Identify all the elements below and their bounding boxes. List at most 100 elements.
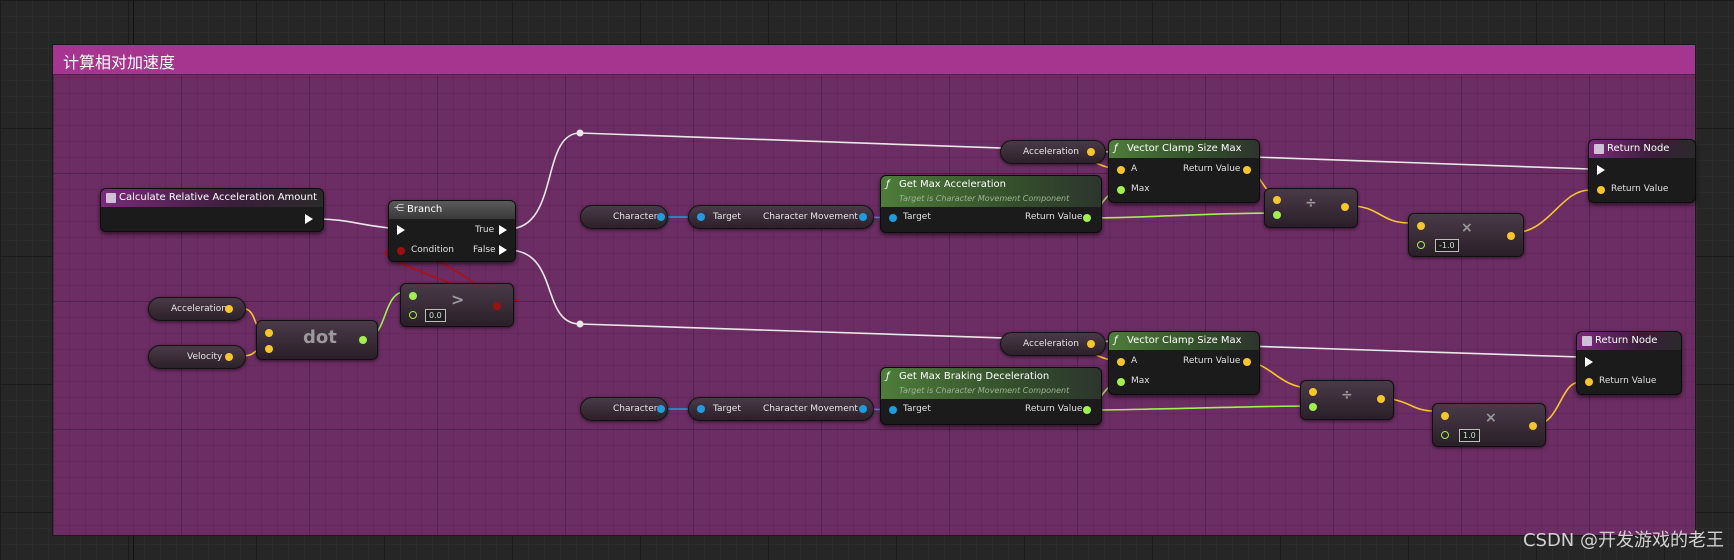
mul-out-pin-upper[interactable] bbox=[1507, 232, 1515, 240]
return-exec-pin-lower[interactable] bbox=[1585, 357, 1593, 367]
character-out-pin-upper[interactable] bbox=[657, 213, 665, 221]
return-node-lower[interactable]: Return Node Return Value bbox=[1576, 331, 1682, 395]
dot-a-pin[interactable] bbox=[265, 329, 273, 337]
dot-out-pin[interactable] bbox=[359, 336, 367, 344]
vector-clamp-node-upper[interactable]: ƒ Vector Clamp Size Max A Return Value M… bbox=[1108, 139, 1260, 203]
greater-default-field[interactable]: 0.0 bbox=[425, 309, 446, 322]
div-b-pin-upper[interactable] bbox=[1273, 211, 1281, 219]
acceleration-variable[interactable]: Acceleration bbox=[148, 297, 246, 321]
true-exec-pin[interactable] bbox=[499, 225, 507, 235]
cmc-out-pin-lower[interactable] bbox=[859, 405, 867, 413]
clamp-return-label-upper: Return Value bbox=[1183, 164, 1241, 174]
multiply-node-upper[interactable]: -1.0 × bbox=[1408, 213, 1524, 257]
cmc-target-pin-lower[interactable] bbox=[697, 405, 705, 413]
vector-wire-upper-mul bbox=[1349, 205, 1411, 224]
dot-b-pin[interactable] bbox=[265, 345, 273, 353]
comment-box[interactable]: 计算相对加速度 bbox=[52, 44, 1696, 536]
exec-in-pin[interactable] bbox=[397, 225, 405, 235]
clamp-a-pin-upper[interactable] bbox=[1117, 166, 1125, 174]
character-label-upper: Character bbox=[613, 212, 658, 222]
get-max-acceleration-node[interactable]: ƒ Get Max Acceleration Target is Charact… bbox=[880, 175, 1102, 233]
div-a-pin-lower[interactable] bbox=[1309, 388, 1317, 396]
acceleration-variable-lower[interactable]: Acceleration bbox=[1000, 332, 1106, 356]
accel-var-pin-lower[interactable] bbox=[1087, 340, 1095, 348]
function-icon: ƒ bbox=[886, 371, 890, 382]
div-out-pin-upper[interactable] bbox=[1341, 203, 1349, 211]
clamp-max-pin-lower[interactable] bbox=[1117, 378, 1125, 386]
clamp-return-pin-upper[interactable] bbox=[1243, 166, 1251, 174]
branch-node[interactable]: ⋲ Branch True Condition False bbox=[388, 200, 516, 262]
dot-op-label: dot bbox=[303, 327, 337, 348]
clamp-max-label-upper: Max bbox=[1131, 184, 1150, 194]
clamp-max-pin-upper[interactable] bbox=[1117, 186, 1125, 194]
function-icon: ƒ bbox=[886, 179, 890, 190]
get-max-braking-deceleration-node[interactable]: ƒ Get Max Braking Deceleration Target is… bbox=[880, 367, 1102, 425]
clamp-title-upper: Vector Clamp Size Max bbox=[1127, 143, 1242, 154]
vector-clamp-node-lower[interactable]: ƒ Vector Clamp Size Max A Return Value M… bbox=[1108, 331, 1260, 395]
acceleration-variable-upper[interactable]: Acceleration bbox=[1000, 140, 1106, 164]
event-node[interactable]: Calculate Relative Acceleration Amount bbox=[100, 188, 324, 232]
velocity-out-pin[interactable] bbox=[225, 353, 233, 361]
false-exec-pin[interactable] bbox=[499, 245, 507, 255]
exec-out-pin[interactable] bbox=[305, 214, 313, 224]
mul-default-field-upper[interactable]: -1.0 bbox=[1435, 239, 1459, 252]
mul-a-pin-lower[interactable] bbox=[1441, 412, 1449, 420]
div-out-pin-lower[interactable] bbox=[1377, 395, 1385, 403]
cmc-value-label-upper: Character Movement bbox=[763, 212, 858, 222]
false-label: False bbox=[473, 245, 496, 255]
float-wire-lower-div bbox=[1085, 405, 1311, 411]
condition-pin[interactable] bbox=[397, 247, 405, 255]
clamp-a-label-lower: A bbox=[1131, 356, 1138, 366]
character-variable-upper[interactable]: Character bbox=[580, 205, 668, 229]
greater-b-pin[interactable] bbox=[409, 311, 417, 319]
character-movement-node-lower[interactable]: Target Character Movement bbox=[688, 397, 874, 421]
accel-var-pin-upper[interactable] bbox=[1087, 148, 1095, 156]
div-b-pin-lower[interactable] bbox=[1309, 403, 1317, 411]
func-return-label-lower: Return Value bbox=[1025, 404, 1083, 414]
return-value-label-lower: Return Value bbox=[1599, 376, 1657, 386]
return-exec-pin-upper[interactable] bbox=[1597, 165, 1605, 175]
acceleration-variable-label: Acceleration bbox=[171, 304, 227, 314]
cmc-value-label-lower: Character Movement bbox=[763, 404, 858, 414]
exec-wire-event-branch bbox=[317, 218, 391, 229]
clamp-a-pin-lower[interactable] bbox=[1117, 358, 1125, 366]
mul-a-pin-upper[interactable] bbox=[1417, 222, 1425, 230]
clamp-a-label-upper: A bbox=[1131, 164, 1138, 174]
cmc-target-pin-upper[interactable] bbox=[697, 213, 705, 221]
func-return-pin-lower[interactable] bbox=[1083, 406, 1091, 414]
cmc-out-pin-upper[interactable] bbox=[859, 213, 867, 221]
return-value-pin-upper[interactable] bbox=[1597, 186, 1605, 194]
greater-a-pin[interactable] bbox=[409, 292, 417, 300]
greater-out-pin[interactable] bbox=[493, 302, 501, 310]
character-out-pin-lower[interactable] bbox=[657, 405, 665, 413]
div-a-pin-upper[interactable] bbox=[1273, 196, 1281, 204]
acceleration-out-pin[interactable] bbox=[225, 305, 233, 313]
character-variable-lower[interactable]: Character bbox=[580, 397, 668, 421]
function-icon: ƒ bbox=[1114, 335, 1118, 346]
mul-b-pin-lower[interactable] bbox=[1441, 431, 1449, 439]
mul-op-lower: × bbox=[1485, 410, 1497, 426]
velocity-variable-label: Velocity bbox=[187, 352, 223, 362]
mul-b-pin-upper[interactable] bbox=[1417, 241, 1425, 249]
character-movement-node-upper[interactable]: Target Character Movement bbox=[688, 205, 874, 229]
clamp-return-pin-lower[interactable] bbox=[1243, 358, 1251, 366]
vector-clamp-header-upper: ƒ Vector Clamp Size Max bbox=[1109, 140, 1259, 158]
dot-product-node[interactable]: dot bbox=[256, 320, 378, 360]
velocity-variable[interactable]: Velocity bbox=[148, 345, 246, 369]
mul-default-field-lower[interactable]: 1.0 bbox=[1459, 429, 1480, 442]
branch-icon: ⋲ bbox=[394, 203, 404, 214]
return-node-header-lower: Return Node bbox=[1577, 332, 1681, 350]
greater-than-node[interactable]: 0.0 > bbox=[400, 283, 514, 327]
divide-node-lower[interactable]: ÷ bbox=[1300, 380, 1394, 420]
func-return-pin-upper[interactable] bbox=[1083, 214, 1091, 222]
return-value-pin-lower[interactable] bbox=[1585, 378, 1593, 386]
func-target-pin-upper[interactable] bbox=[889, 214, 897, 222]
return-node-upper[interactable]: Return Node Return Value bbox=[1588, 139, 1696, 203]
mul-op-upper: × bbox=[1461, 220, 1473, 236]
func-target-pin-lower[interactable] bbox=[889, 406, 897, 414]
multiply-node-lower[interactable]: 1.0 × bbox=[1432, 403, 1546, 447]
divide-node-upper[interactable]: ÷ bbox=[1264, 188, 1358, 228]
comment-header[interactable]: 计算相对加速度 bbox=[53, 45, 1695, 75]
mul-out-pin-lower[interactable] bbox=[1529, 422, 1537, 430]
accel-var-label-upper: Acceleration bbox=[1023, 147, 1079, 157]
